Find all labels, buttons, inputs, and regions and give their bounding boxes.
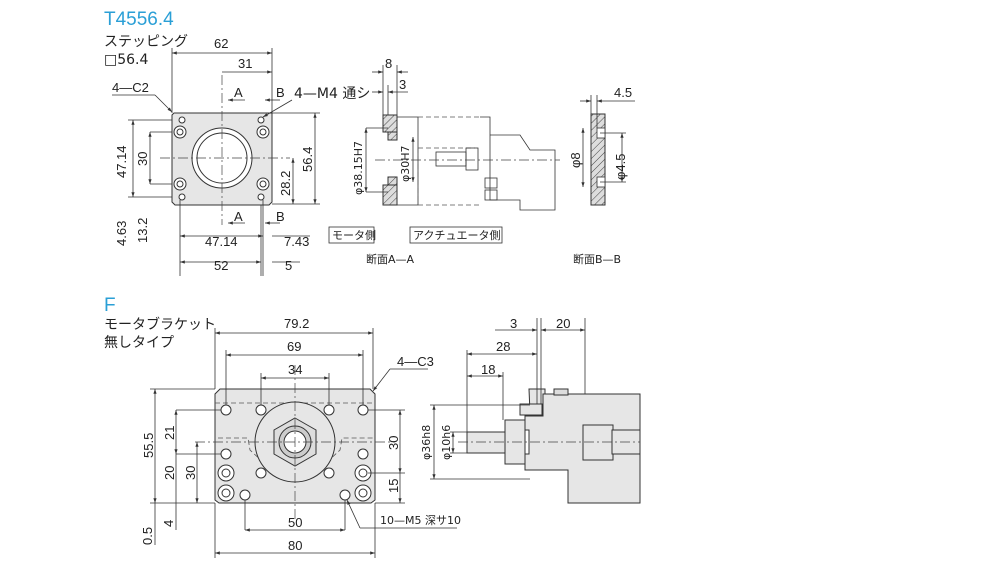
- chamfer-callout-c2: 4—C2: [112, 80, 149, 95]
- dim-bb-4-5: 4.5: [614, 85, 632, 100]
- dim-69: 69: [287, 339, 301, 354]
- actuator-side-label: アクチュエータ側: [413, 229, 500, 242]
- dim-aa-3: 3: [399, 77, 406, 92]
- dim-30-left: 30: [183, 466, 198, 480]
- section-bb-view: [580, 95, 635, 206]
- dim-4-63: 4.63: [114, 221, 129, 246]
- dim-62: 62: [214, 36, 228, 51]
- section-a-bottom: A: [234, 209, 243, 224]
- dim-47-14-h: 47.14: [205, 234, 238, 249]
- dim-52: 52: [214, 258, 228, 273]
- dim-side-3: 3: [510, 316, 517, 331]
- dim-side-dia-36: φ36h8: [420, 425, 433, 460]
- subtitle-line1: モータブラケット: [104, 316, 216, 333]
- section-a-top: A: [234, 85, 243, 100]
- section-b-top: B: [276, 85, 285, 100]
- section-b-bottom: B: [276, 209, 285, 224]
- dim-30-right: 30: [386, 436, 401, 450]
- holes-callout: 4—M4 通シ: [294, 86, 370, 102]
- dim-34: 34: [288, 362, 302, 377]
- dim-30: 30: [135, 152, 150, 166]
- dim-side-28: 28: [496, 339, 510, 354]
- section-aa-title: 断面A—A: [366, 252, 415, 266]
- dim-bb-dia-8: φ8: [568, 152, 583, 168]
- dim-15: 15: [386, 479, 401, 493]
- motor-size: □56.4: [104, 52, 148, 68]
- model-title-top: T4556.4: [104, 9, 174, 30]
- model-title-bottom: F: [104, 295, 116, 316]
- subtitle-line2: 無しタイプ: [104, 335, 174, 351]
- dim-28-2: 28.2: [278, 171, 293, 196]
- top-plate-view: [112, 48, 320, 276]
- dim-aa-dia-outer: φ38.15H7: [352, 141, 365, 195]
- dim-31: 31: [238, 56, 252, 71]
- dim-55-5: 55.5: [141, 433, 156, 458]
- dim-80: 80: [288, 538, 302, 553]
- section-bb-title: 断面B—B: [573, 252, 621, 266]
- dim-7-43: 7.43: [284, 234, 309, 249]
- bracket-front-view: [150, 328, 457, 558]
- chamfer-callout-c3: 4—C3: [397, 354, 434, 369]
- dim-side-18: 18: [481, 362, 495, 377]
- dim-50: 50: [288, 515, 302, 530]
- motor-side-label: モータ側: [332, 229, 376, 242]
- dim-bb-dia-4-5: φ4.5: [613, 153, 628, 180]
- dim-56-4: 56.4: [300, 147, 315, 172]
- dim-20: 20: [162, 466, 177, 480]
- dim-side-dia-10: φ10h6: [440, 425, 453, 460]
- section-aa-view: [328, 65, 560, 244]
- dim-79-2: 79.2: [284, 316, 309, 331]
- dim-4: 4: [161, 520, 176, 527]
- dim-0-5: 0.5: [140, 527, 155, 545]
- dim-13-2: 13.2: [135, 218, 150, 243]
- dim-5: 5: [285, 258, 292, 273]
- bracket-side-view: [430, 318, 641, 504]
- dim-aa-dia-inner: φ30H7: [399, 145, 412, 182]
- motor-type: ステッピング: [104, 34, 188, 50]
- taps-callout: 10—M5 深サ10: [380, 514, 461, 527]
- dim-side-20: 20: [556, 316, 570, 331]
- dim-21: 21: [162, 426, 177, 440]
- dim-47-14-v: 47.14: [114, 145, 129, 178]
- dim-aa-8: 8: [385, 56, 392, 71]
